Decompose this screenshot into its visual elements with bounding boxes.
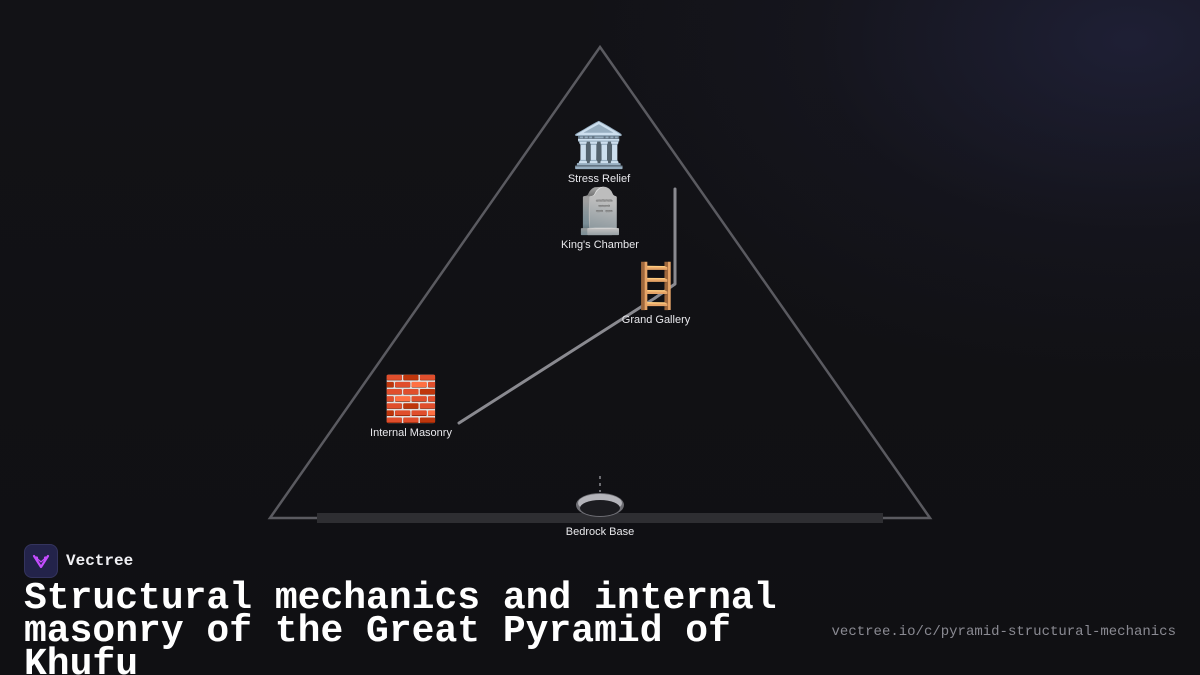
headstone-icon: 🪦 xyxy=(572,186,628,237)
node-grand-gallery: 🪜 Grand Gallery xyxy=(621,261,691,327)
node-stress-relief: 🏛️ Stress Relief xyxy=(567,120,631,186)
ladder-icon: 🪜 xyxy=(628,261,684,312)
node-kings-chamber: 🪦 King's Chamber xyxy=(561,186,639,252)
bedrock-dish-icon xyxy=(576,493,624,517)
node-bedrock-base: Bedrock Base xyxy=(566,524,634,538)
node-label: Grand Gallery xyxy=(621,314,691,326)
classical-building-icon: 🏛️ xyxy=(571,120,627,171)
brand[interactable]: Vectree xyxy=(24,544,133,578)
base-slab xyxy=(317,513,883,523)
vectree-logo-icon xyxy=(24,544,58,578)
connector-gallery-chamber xyxy=(653,187,677,300)
node-internal-masonry: 🧱 Internal Masonry xyxy=(370,374,452,440)
brick-icon: 🧱 xyxy=(383,374,439,425)
node-label: King's Chamber xyxy=(561,239,639,251)
pyramid-outline xyxy=(267,44,933,520)
brand-name: Vectree xyxy=(66,552,134,570)
page-title: Structural mechanics and internal masonr… xyxy=(24,577,777,675)
connector-masonry-gallery xyxy=(457,296,657,425)
node-label: Bedrock Base xyxy=(565,526,635,538)
source-url[interactable]: vectree.io/c/pyramid-structural-mechanic… xyxy=(831,624,1176,640)
node-label: Internal Masonry xyxy=(370,427,452,439)
node-label: Stress Relief xyxy=(567,173,631,185)
